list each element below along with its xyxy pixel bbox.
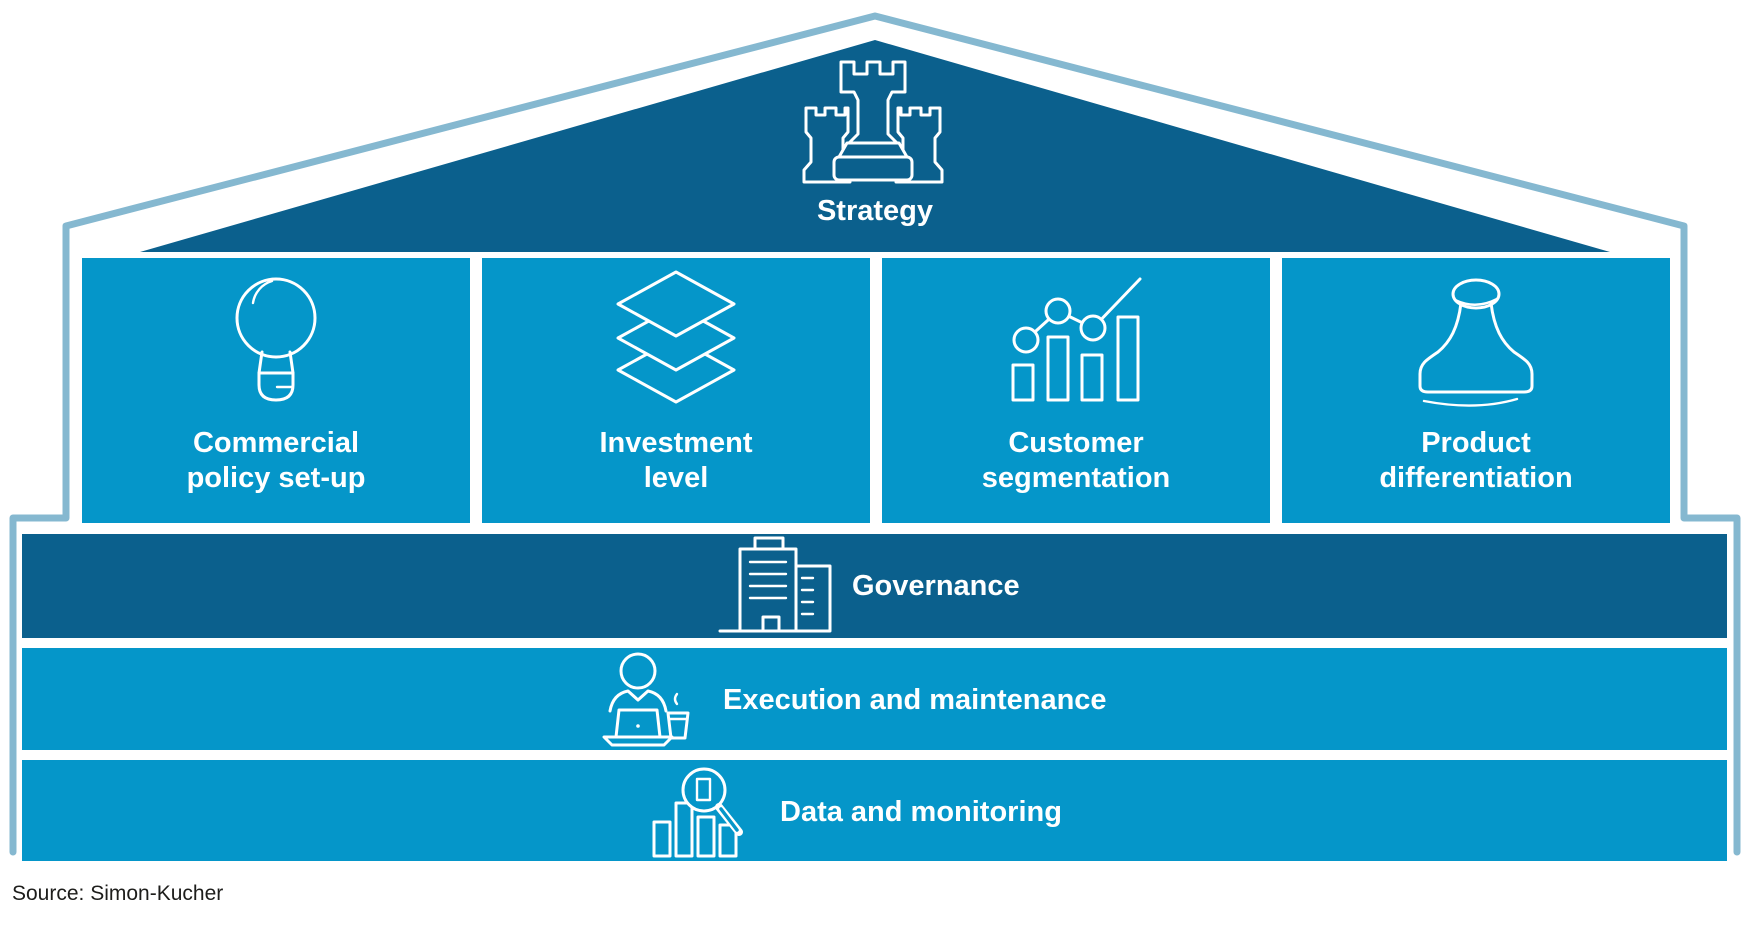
pillar-label-investment-level: Investment level — [599, 427, 753, 494]
row-data — [22, 760, 1727, 861]
bar-chart-trend-icon — [1011, 277, 1142, 402]
pillar-customer-segmentation — [882, 258, 1270, 523]
row-governance — [22, 534, 1727, 638]
row-execution — [22, 648, 1727, 750]
office-building-icon — [718, 536, 832, 633]
lightbulb-icon — [235, 277, 317, 402]
pillar-label-commercial-policy: Commercial policy set-up — [186, 427, 366, 494]
row-label-execution: Execution and maintenance — [723, 684, 1107, 716]
house-outline — [9, 12, 1741, 856]
row-label-data: Data and monitoring — [780, 796, 1062, 828]
stamp-icon — [1418, 278, 1534, 407]
pillar-label-customer-segmentation: Customer segmentation — [981, 427, 1171, 494]
pillar-label-product-differentiation: Product differentiation — [1379, 427, 1573, 494]
row-label-governance: Governance — [852, 570, 1020, 602]
pillar-commercial-policy — [82, 258, 470, 523]
person-laptop-icon — [602, 652, 690, 747]
source-note: Source: Simon-Kucher — [12, 882, 224, 905]
roof-label: Strategy — [816, 195, 934, 227]
chess-rooks-icon — [802, 60, 944, 184]
layers-icon — [616, 270, 736, 404]
magnifier-chart-icon — [652, 767, 743, 858]
